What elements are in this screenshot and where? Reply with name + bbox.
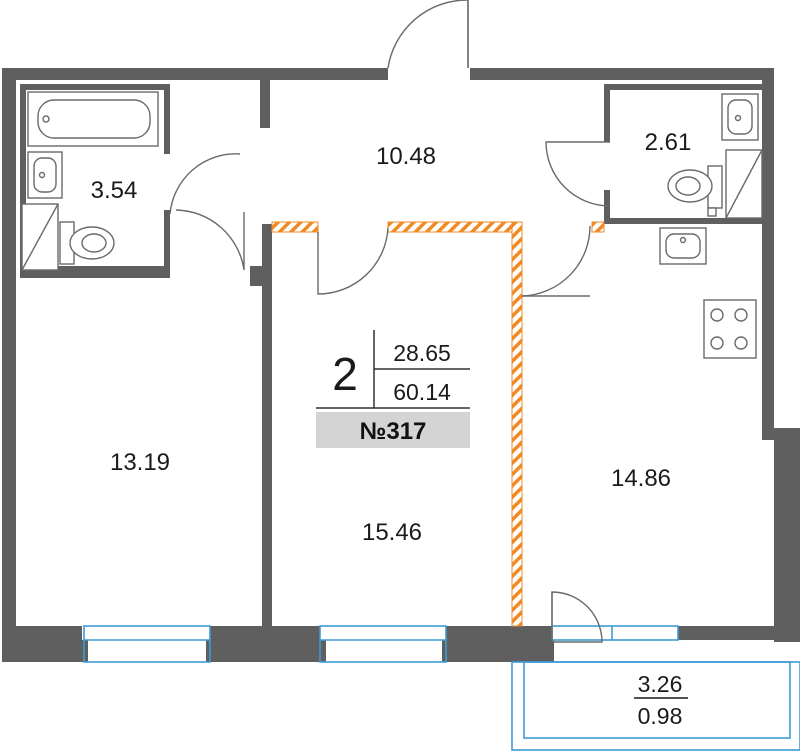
rooms-count: 2	[332, 348, 358, 400]
windows	[83, 625, 800, 751]
total-area: 60.14	[393, 379, 451, 405]
balcony-area-label: 3.26 0.98	[634, 671, 688, 729]
apartment-number: №317	[360, 418, 427, 445]
balcony-area: 3.26	[638, 671, 683, 697]
kitchen-area: 14.86	[611, 465, 671, 492]
apartment-number-badge	[316, 412, 470, 448]
fixtures	[21, 91, 763, 359]
balcony-reduced-area: 0.98	[638, 703, 683, 729]
entrance-door-swing	[387, 0, 469, 69]
bedroom-area: 13.19	[110, 449, 170, 476]
hall-area: 10.48	[376, 143, 436, 170]
room-labels: 10.48 3.54 2.61 13.19 15.46 14.86	[91, 129, 692, 546]
partition-hatch	[271, 221, 605, 627]
wc-area: 2.61	[645, 129, 692, 156]
bathroom-area: 3.54	[91, 177, 138, 204]
apartment-info-box: 2 28.65 60.14 №317	[316, 330, 470, 448]
doors	[169, 0, 611, 643]
living-area-total: 28.65	[393, 340, 451, 366]
stove-icon	[703, 299, 757, 359]
living-room-area: 15.46	[362, 519, 422, 546]
